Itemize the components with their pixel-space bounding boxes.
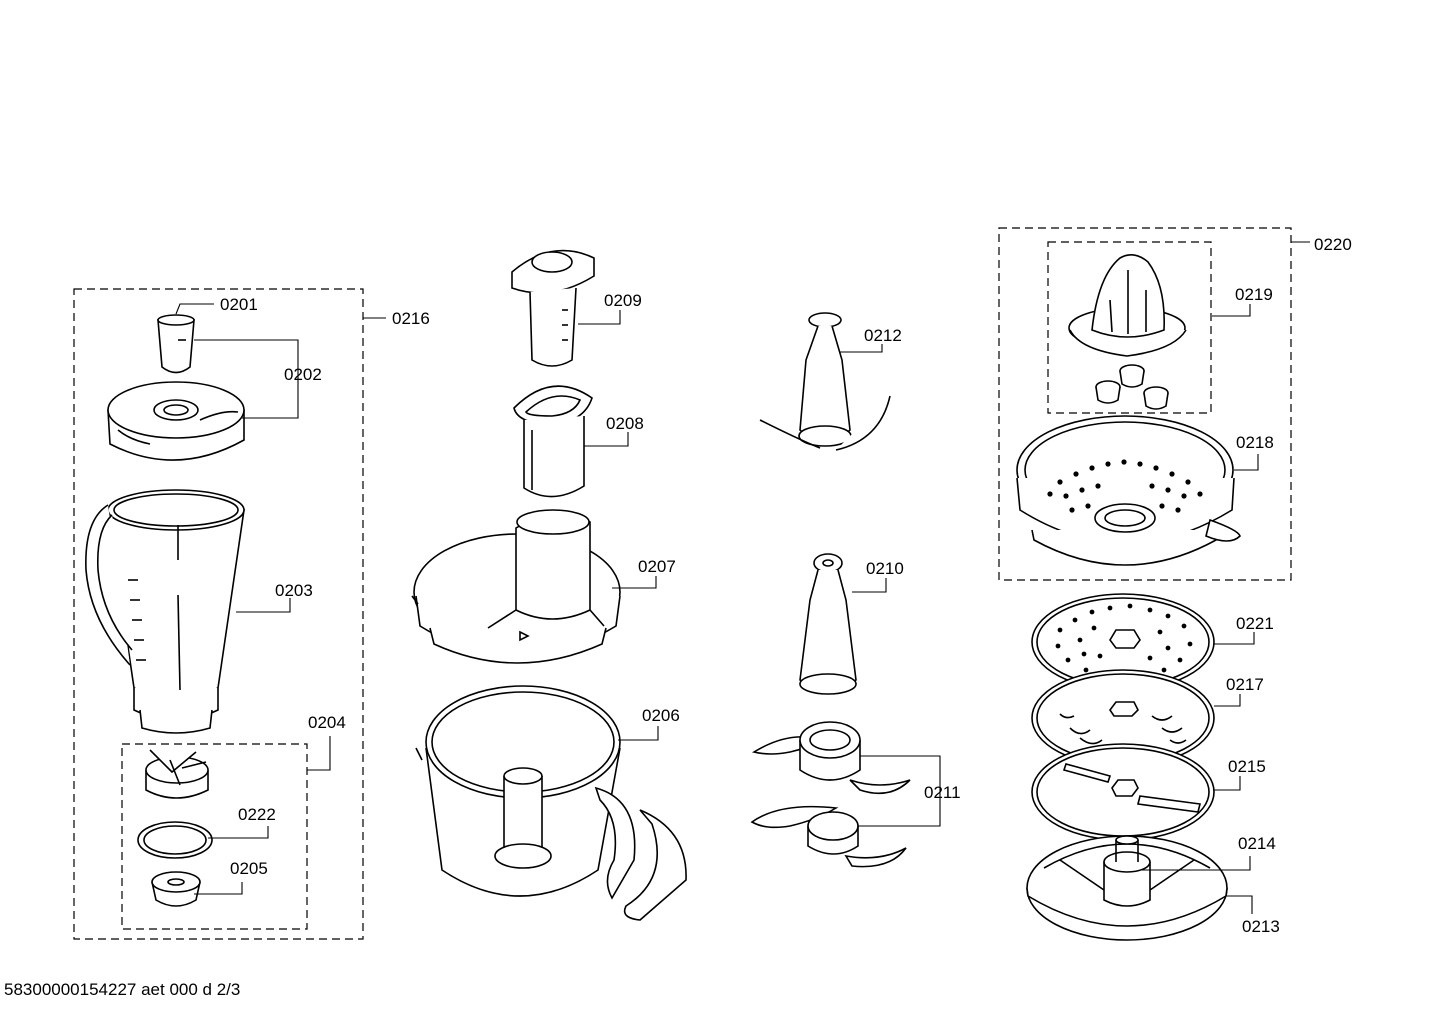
bowl-lid-part	[411, 509, 621, 664]
group-box-0220	[998, 227, 1292, 581]
kneading-blade-part	[750, 805, 907, 868]
label-0219: 0219	[1235, 285, 1273, 304]
disc-carrier-part	[1026, 835, 1228, 941]
group-box-0219	[1047, 241, 1212, 414]
slicing-disc-part	[1031, 669, 1215, 767]
juicer-sieve-part	[1016, 415, 1241, 566]
blade-unit-part	[145, 749, 209, 799]
label-0208: 0208	[606, 414, 644, 433]
blender-jar-part	[85, 489, 245, 734]
whisk-shaft-part	[799, 553, 857, 695]
label-0209: 0209	[604, 291, 642, 310]
label-0201: 0201	[220, 295, 258, 314]
group-box-0216	[73, 288, 364, 940]
inner-pusher-part	[513, 385, 593, 498]
shredding-disc-part	[1031, 743, 1215, 841]
label-0205: 0205	[230, 859, 268, 878]
grating-disc-part	[1031, 593, 1215, 691]
label-0203: 0203	[275, 581, 313, 600]
label-0222: 0222	[238, 805, 276, 824]
processor-bowl-part	[415, 685, 687, 921]
label-0218: 0218	[1236, 433, 1274, 452]
label-0216: 0216	[392, 309, 430, 328]
label-0202: 0202	[284, 365, 322, 384]
label-0214: 0214	[1238, 834, 1276, 853]
label-0213: 0213	[1242, 917, 1280, 936]
label-0207: 0207	[638, 557, 676, 576]
label-0212: 0212	[864, 326, 902, 345]
chopper-shaft-part	[759, 312, 891, 451]
document-footer: 58300000154227 aet 000 d 2/3	[4, 980, 241, 999]
juicer-gear-part	[1095, 364, 1169, 410]
chopping-blade-part	[751, 721, 911, 795]
group-box-0204	[121, 743, 308, 930]
label-0217: 0217	[1226, 675, 1264, 694]
label-0221: 0221	[1236, 614, 1274, 633]
label-0204: 0204	[308, 713, 346, 732]
label-0215: 0215	[1228, 757, 1266, 776]
pusher-part	[511, 249, 595, 367]
label-0206: 0206	[642, 706, 680, 725]
measuring-cup-part	[157, 314, 195, 374]
label-0220: 0220	[1314, 235, 1352, 254]
blender-lid-part	[107, 381, 245, 461]
sealing-ring-part	[137, 821, 213, 859]
citrus-cone-part	[1068, 254, 1187, 357]
label-0210: 0210	[866, 559, 904, 578]
label-0211: 0211	[924, 783, 961, 802]
coupling-part	[151, 871, 201, 907]
